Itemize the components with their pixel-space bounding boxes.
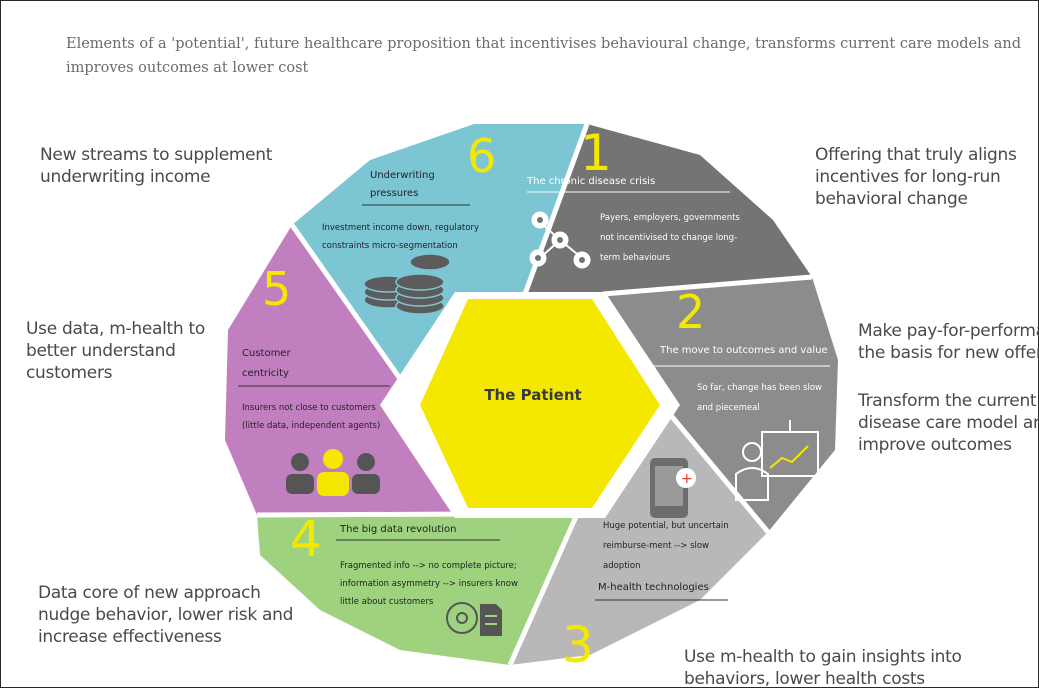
segment-chronic-disease xyxy=(525,124,812,294)
segment-3-title: M-health technologies xyxy=(598,582,709,593)
segment-3-body: Huge potential, but uncertain reimburse-… xyxy=(603,521,731,571)
customers-people-icon xyxy=(286,449,380,496)
figure-caption: Elements of a 'potential', future health… xyxy=(66,36,1022,76)
segment-2-title: The move to outcomes and value xyxy=(659,345,828,356)
annotation-new-streams: New streams to supplement underwriting i… xyxy=(40,145,273,187)
segment-6-body: Investment income down, regulatory const… xyxy=(322,223,482,251)
segment-1-body: Payers, employers, governments not incen… xyxy=(600,213,743,263)
annotation-mhealth-insights: Use m-health to gain insights into behav… xyxy=(684,647,962,689)
disc-document-icon xyxy=(446,602,502,636)
segment-4-body: Fragmented info --> no complete picture;… xyxy=(340,561,521,607)
annotation-offering-aligns-incentives: Offering that truly aligns incentives fo… xyxy=(815,145,1017,209)
network-icon xyxy=(529,211,591,269)
annotation-pay-for-performance: Make pay-for-performance the basis for n… xyxy=(858,321,1039,363)
segment-outcomes-value xyxy=(603,277,838,532)
segment-number-5: 5 xyxy=(262,262,291,316)
segment-number-6: 6 xyxy=(467,129,496,183)
segment-number-2: 2 xyxy=(676,285,705,339)
annotation-transform-care-model: Transform the current disease care model… xyxy=(858,391,1039,455)
mobile-health-icon: + xyxy=(650,458,696,518)
segment-number-4: 4 xyxy=(290,510,322,568)
segment-5-body: Insurers not close to customers (little … xyxy=(242,403,380,431)
coins-icon xyxy=(363,253,451,315)
segment-4-title: The big data revolution xyxy=(339,524,456,535)
segment-5-title: Customer centricity xyxy=(242,348,294,379)
patient-hexagon xyxy=(420,299,660,508)
annotation-use-data-mhealth: Use data, m-health to better understand … xyxy=(26,319,205,383)
presenter-chart-icon xyxy=(735,420,819,501)
segment-2-body: So far, change has been slow and pieceme… xyxy=(697,383,825,413)
segment-number-1: 1 xyxy=(580,124,612,182)
plus-icon: + xyxy=(681,471,693,487)
segment-6-title: Underwriting pressures xyxy=(370,170,438,199)
segment-1-title: The chronic disease crisis xyxy=(526,176,655,187)
segment-number-3: 3 xyxy=(562,616,594,674)
annotation-data-core: Data core of new approach nudge behavior… xyxy=(38,583,294,647)
patient-label: The Patient xyxy=(484,386,581,404)
segment-mhealth xyxy=(510,407,768,665)
